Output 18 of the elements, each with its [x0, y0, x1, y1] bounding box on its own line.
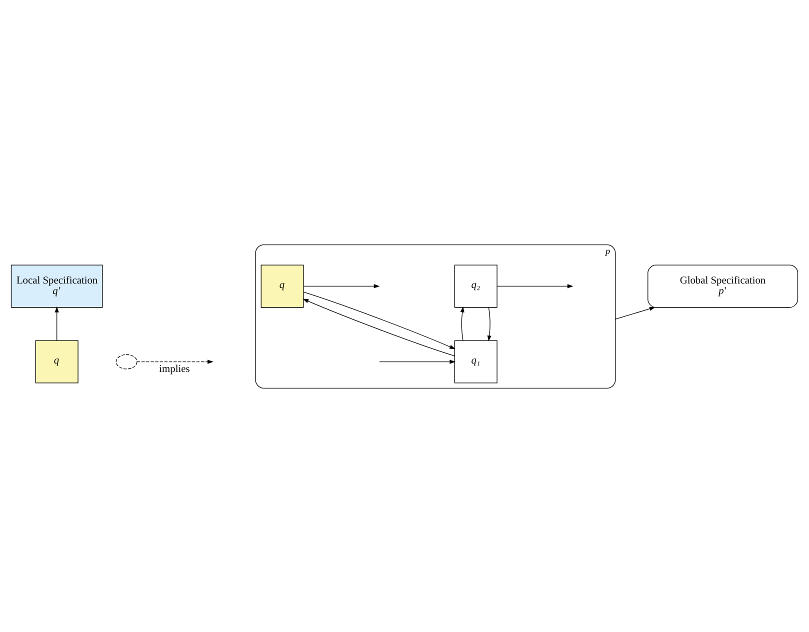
arrow — [54, 306, 59, 340]
node-box: q — [35, 340, 78, 383]
node-box: Local Specification q′ — [10, 264, 103, 308]
arrow — [379, 359, 456, 364]
node-box: Global Specification p′ — [648, 264, 798, 308]
edge-label: implies — [159, 364, 190, 375]
node-box: q₁ — [454, 340, 498, 383]
node-box: q₂ — [454, 264, 498, 308]
arrow — [136, 359, 214, 364]
arrow — [460, 306, 464, 340]
arrow — [614, 306, 656, 320]
arrow — [302, 298, 455, 356]
node-box: q — [260, 264, 304, 308]
arrow — [303, 291, 456, 349]
arrow — [487, 306, 492, 341]
arrow — [303, 284, 380, 288]
arrow — [496, 284, 574, 288]
node-circle — [116, 354, 138, 369]
